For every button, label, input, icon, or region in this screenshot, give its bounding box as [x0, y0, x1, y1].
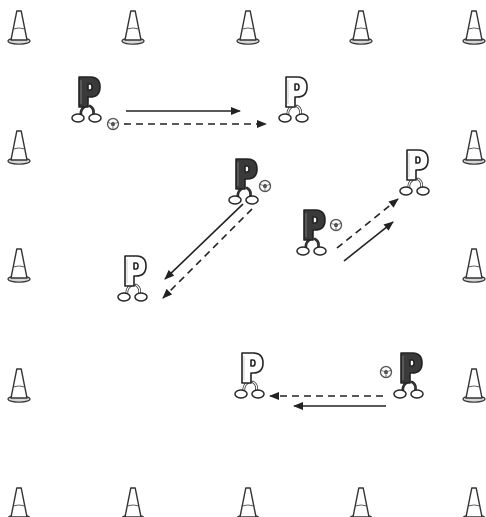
player-1-dark [72, 77, 101, 122]
dribble-arrow-2 [163, 209, 252, 298]
cone-r4-c1 [8, 369, 30, 402]
cone-r1-c4 [350, 11, 372, 44]
cone-r1-c2 [122, 11, 144, 44]
cone-r2-c1 [8, 131, 30, 164]
ball-1 [108, 119, 119, 130]
balls-layer [108, 119, 392, 378]
cone-r1-c5 [463, 11, 485, 44]
cone-r5-c1 [8, 488, 30, 517]
cone-r4-c5 [463, 369, 485, 402]
cone-r1-c3 [237, 11, 259, 44]
pass-arrow-2 [165, 204, 243, 279]
cone-r3-c5 [463, 249, 485, 282]
cone-r5-c3 [237, 488, 259, 517]
player-3-light [400, 150, 429, 195]
player-3-dark [297, 210, 326, 255]
cone-r5-c4 [350, 488, 372, 517]
player-2-dark [229, 159, 258, 204]
cone-r1-c1 [8, 11, 30, 44]
player-2-light [118, 256, 147, 301]
players-layer [72, 77, 429, 398]
cone-r5-c2 [122, 488, 144, 517]
pass-arrow-3 [344, 222, 393, 261]
player-4-light [235, 353, 264, 398]
dribble-arrow-3 [337, 199, 398, 248]
player-1-light [279, 77, 308, 122]
ball-4 [381, 367, 392, 378]
cone-r3-c1 [8, 249, 30, 282]
ball-2 [260, 181, 271, 192]
player-4-dark [394, 353, 423, 398]
cone-r5-c5 [463, 488, 485, 517]
ball-3 [331, 220, 342, 231]
cone-r2-c5 [463, 131, 485, 164]
